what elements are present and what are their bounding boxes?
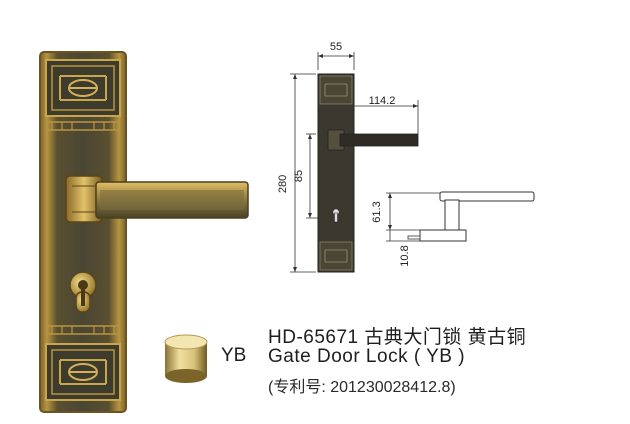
- dim-height-label: 280: [277, 175, 289, 193]
- finish-code-label: YB: [221, 345, 247, 366]
- key-cylinder: [69, 271, 97, 313]
- dim-width-label: 55: [330, 41, 342, 53]
- finish-swatch-icon: [164, 334, 208, 383]
- top-ornament: [45, 59, 121, 117]
- patent-number: (专利号: 201230028412.8): [268, 379, 456, 396]
- product-name: Gate Door Lock ( YB ): [268, 346, 466, 367]
- dim-handle-length-label: 114.2: [369, 95, 396, 107]
- dim-rose-thickness-label: 10.8: [399, 245, 411, 266]
- dim-handle-cylinder-label: 85: [293, 170, 305, 182]
- lock-backplate: [39, 51, 127, 413]
- lock-photo: [39, 51, 249, 413]
- dim-projection-label: 61.3: [371, 201, 383, 222]
- bottom-ornament: [45, 343, 121, 401]
- product-model-title: HD-65671 古典大门锁 黄古铜: [268, 327, 527, 348]
- dimension-drawing: 55 114.2 280 85 61.3 10.8: [277, 41, 535, 273]
